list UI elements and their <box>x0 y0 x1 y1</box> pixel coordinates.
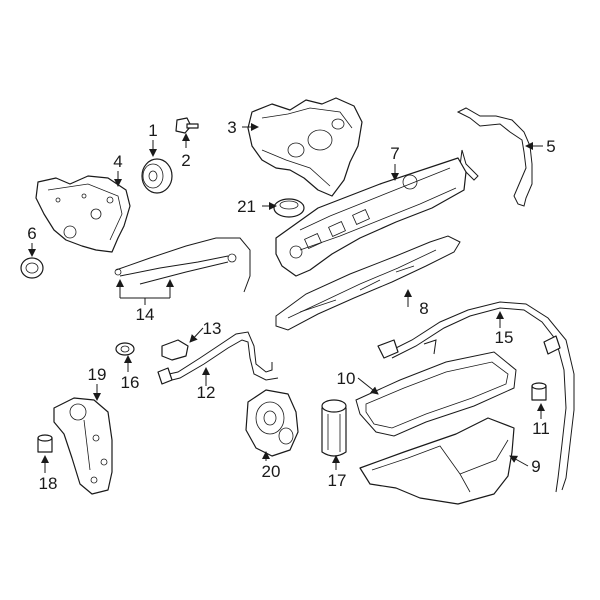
valve-cover-gasket-part <box>275 235 461 331</box>
callout-13: 13 <box>203 319 222 338</box>
callout-19: 19 <box>88 365 107 384</box>
callout-9: 9 <box>531 457 540 476</box>
callout-10: 10 <box>337 369 356 388</box>
callout-15: 15 <box>495 328 514 347</box>
callout-21: 21 <box>237 197 256 216</box>
leader-lines <box>28 123 545 473</box>
callout-4: 4 <box>113 152 122 171</box>
filter-head-part <box>53 397 113 495</box>
crank-seal-part <box>20 257 44 279</box>
small-gasket-part <box>161 339 189 361</box>
callout-3: 3 <box>227 118 236 137</box>
oil-fill-cap-part <box>273 198 305 218</box>
oil-pump-part <box>245 389 299 457</box>
dipstick-tube-part <box>377 301 575 493</box>
callout-20: 20 <box>262 462 281 481</box>
callout-11: 11 <box>532 419 550 438</box>
callout-numbers: 1 2 3 4 5 6 7 8 9 10 11 12 13 14 15 16 1… <box>27 118 555 493</box>
plug-part <box>37 434 53 453</box>
callout-5: 5 <box>546 137 555 156</box>
gasket-part <box>456 107 533 207</box>
valve-cover-part <box>275 157 467 277</box>
pulley-part <box>141 158 173 194</box>
callout-17: 17 <box>328 471 347 490</box>
callout-1: 1 <box>148 121 157 140</box>
oil-pan-part <box>359 417 515 505</box>
callout-8: 8 <box>419 299 428 318</box>
timing-cover-part <box>35 175 131 253</box>
callout-2: 2 <box>181 151 190 170</box>
callout-6: 6 <box>27 224 36 243</box>
callout-16: 16 <box>121 373 140 392</box>
harness-part <box>114 237 251 293</box>
drain-plug-part <box>531 382 547 401</box>
washer-part <box>115 342 135 356</box>
callout-14: 14 <box>136 305 155 324</box>
bolt-part <box>175 117 199 134</box>
gear-housing-part <box>247 97 363 197</box>
oil-filter-part <box>321 399 347 457</box>
oil-tube-part <box>157 331 279 385</box>
oil-pan-gasket-part <box>355 351 517 437</box>
callout-7: 7 <box>390 144 399 163</box>
callout-12: 12 <box>197 383 216 402</box>
callout-18: 18 <box>39 474 58 493</box>
